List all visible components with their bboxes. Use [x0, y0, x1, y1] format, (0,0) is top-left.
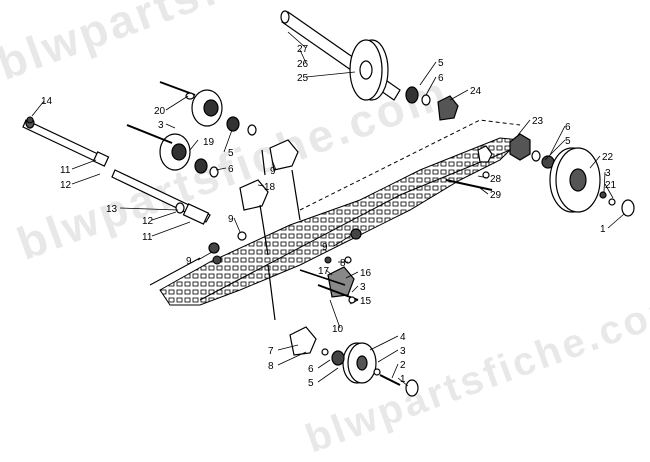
callout-label: 27 [297, 44, 309, 55]
callout-label: 1 [400, 374, 406, 385]
callout-label: 12 [142, 216, 154, 227]
callout-label: 11 [142, 232, 153, 243]
callout-label: 3 [605, 168, 611, 179]
callout-label: 6 [228, 164, 234, 175]
callout-label: 12 [60, 180, 72, 191]
callout-label: 18 [264, 182, 276, 193]
callout-label: 3 [360, 282, 366, 293]
callout-label: 1 [600, 224, 606, 235]
callout-label: 9 [228, 214, 234, 225]
callout-label: 20 [154, 106, 166, 117]
callout-label: 9 [322, 242, 328, 253]
callout-label: 6 [438, 73, 444, 84]
callout-label: 23 [532, 116, 544, 127]
callout-label: 5 [308, 378, 314, 389]
callout-label: 10 [332, 324, 344, 335]
callout-label: 13 [106, 204, 118, 215]
leader-lines [31, 31, 625, 387]
callout-label: 21 [605, 180, 617, 191]
slide-rail-track [149, 119, 522, 306]
callout-label: 9 [270, 166, 276, 177]
callout-label: 16 [360, 268, 372, 279]
upper-idler-wheels [126, 81, 257, 178]
callout-label: 5 [438, 58, 444, 69]
callout-label: 6 [565, 122, 571, 133]
callout-label: 8 [340, 258, 346, 269]
callout-label: 24 [470, 86, 482, 97]
callout-label: 3 [400, 346, 406, 357]
callout-label: 17 [318, 266, 330, 277]
fasteners [26, 116, 332, 265]
callout-label: 11 [60, 165, 71, 176]
callout-label: 26 [297, 59, 309, 70]
callout-label: 8 [268, 361, 274, 372]
idler-shaft-assembly [280, 10, 459, 121]
callout-label: 7 [268, 346, 274, 357]
callout-label: 3 [158, 120, 164, 131]
suspension-brackets [208, 139, 362, 356]
callout-label: 28 [490, 174, 502, 185]
callout-label: 2 [400, 360, 406, 371]
callout-label: 5 [565, 136, 571, 147]
rear-wheel-assembly [445, 133, 635, 217]
callout-label: 6 [308, 364, 314, 375]
callout-label: 4 [400, 332, 406, 343]
callout-label: 9 [186, 256, 192, 267]
callout-label: 15 [360, 296, 372, 307]
lower-idler-wheel [321, 342, 419, 397]
callout-label: 29 [490, 190, 502, 201]
callout-label: 14 [41, 96, 53, 107]
callout-label: 22 [602, 152, 614, 163]
callout-label: 5 [228, 148, 234, 159]
callout-label: 19 [203, 137, 215, 148]
callout-label: 25 [297, 73, 309, 84]
cross-shafts [22, 117, 211, 225]
